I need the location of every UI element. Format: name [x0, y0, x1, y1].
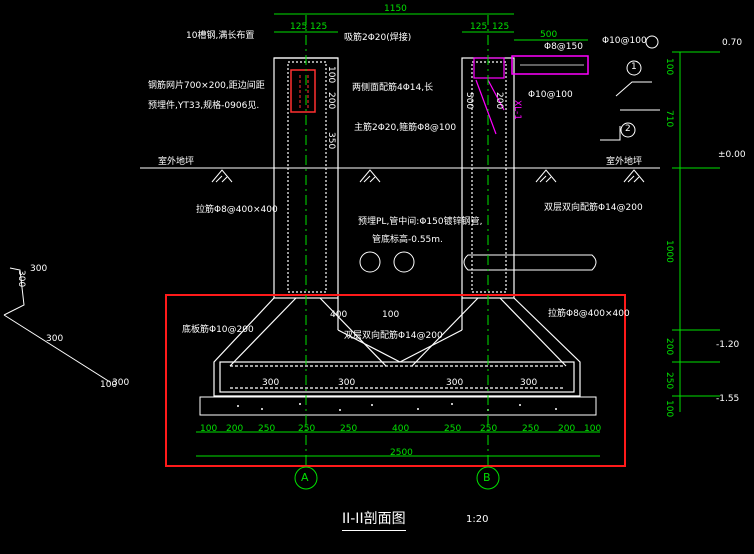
bottom-dim-9: 200: [558, 424, 576, 434]
bottom-dim-10: 100: [584, 424, 602, 434]
label-l6: 主筋2Φ20,箍筋Φ8@100: [354, 123, 457, 133]
ground-hatch: [211, 169, 645, 183]
drawing-scale: 1:20: [466, 514, 489, 525]
elevation-e1: 0.70: [722, 38, 743, 48]
right-dim-d3: 1000: [664, 240, 674, 263]
label-l17: 双层双向配筋Φ14@200: [344, 331, 443, 341]
label-l10: 室外地坪: [158, 157, 195, 167]
label-l19: XL-1: [512, 100, 522, 120]
right-embed: [473, 57, 505, 135]
label-l14: 预埋PL,管中间:Φ150镀锌钢管,: [358, 217, 483, 227]
label-l12: 拉筋Φ8@400×400: [196, 205, 278, 215]
bottom-dim-7: 250: [480, 424, 498, 434]
dim-w4: 125: [492, 22, 510, 32]
label-l13: 双层双向配筋Φ14@200: [544, 203, 643, 213]
drawing-title: II-II剖面图: [342, 508, 406, 531]
right-dim-d6: 100: [664, 400, 674, 418]
dim-overall: 1150: [384, 4, 407, 14]
bottom-dim-6: 250: [444, 424, 462, 434]
dim-w1: 125: [290, 22, 308, 32]
label-l22: 300: [338, 378, 356, 388]
bottom-dim-2: 250: [258, 424, 276, 434]
wall-dim-s6: 100: [100, 380, 118, 390]
label-l21: 300: [262, 378, 280, 388]
detail-symbols: [600, 35, 660, 141]
dim-w3: 125: [470, 22, 488, 32]
wall-dim-s2: 200: [326, 92, 336, 110]
wall-dim-s4: 300: [16, 270, 26, 288]
elevation-e3: -1.20: [716, 340, 740, 350]
bottom-dim-5: 400: [392, 424, 410, 434]
right-dim-d4: 200: [664, 338, 674, 356]
label-l18: 拉筋Φ8@400×400: [548, 309, 630, 319]
dim-right-width: 500: [540, 30, 558, 40]
top-beam: [511, 55, 589, 75]
bottom-dim-4: 250: [340, 424, 358, 434]
right-dim-d1: 100: [664, 58, 674, 76]
elevation-e4: -1.55: [716, 394, 740, 404]
wall-dim-s9: 300: [30, 264, 48, 274]
label-l2: 吸筋2Φ20(焊接): [344, 33, 412, 43]
highlight-box: [165, 294, 626, 467]
pipes: [359, 251, 597, 273]
axis-lines: [294, 15, 500, 490]
bottom-dim-0: 100: [200, 424, 218, 434]
label-l24: 300: [520, 378, 538, 388]
label-l9: Φ10@100: [528, 90, 573, 100]
label-l16: 底板筋Φ10@200: [182, 325, 254, 335]
axis-a-label: A: [301, 471, 309, 484]
label-l4: 预埋件,YT33,规格-0906见.: [148, 101, 260, 111]
left-embed: [290, 69, 316, 113]
label-l11: 室外地坪: [606, 157, 643, 167]
wall-dim-s3: 350: [326, 132, 336, 150]
left-detail: [3, 267, 111, 383]
wall-dim-s5: 300: [46, 334, 64, 344]
label-c1: 1: [631, 62, 637, 72]
label-l23: 300: [446, 378, 464, 388]
label-l1: 10槽钢,满长布置: [186, 31, 255, 41]
dimension-lines: [196, 13, 720, 457]
label-l7: Φ8@150: [544, 42, 583, 52]
foundation: [213, 297, 581, 397]
label-l20: 400: [330, 310, 348, 320]
bottom-dim-1: 200: [226, 424, 244, 434]
blinding-layer: [199, 396, 597, 416]
right-dim-d2: 710: [664, 110, 674, 128]
bottom-dim-8: 250: [522, 424, 540, 434]
wall-dim-s1: 100: [326, 66, 336, 84]
bottom-dim-3: 250: [298, 424, 316, 434]
dim-w2: 125: [310, 22, 328, 32]
label-l5: 两侧面配筋4Φ14,长: [352, 83, 434, 93]
label-l8: Φ10@100: [602, 36, 647, 46]
elevation-e2: ±0.00: [718, 150, 746, 160]
label-l15: 管底标高-0.55m.: [372, 235, 443, 245]
wall-dim-s7: 500: [464, 92, 474, 110]
wall-dim-s8: 200: [494, 92, 504, 110]
axis-b-label: B: [483, 471, 491, 484]
wall-dim-s10: 300: [112, 378, 130, 388]
label-l3: 钢筋网片700×200,距边间距: [148, 81, 265, 91]
label-l25: 100: [382, 310, 400, 320]
right-dim-d5: 250: [664, 372, 674, 390]
label-c2: 2: [625, 124, 631, 134]
bottom-total: 2500: [390, 448, 413, 458]
